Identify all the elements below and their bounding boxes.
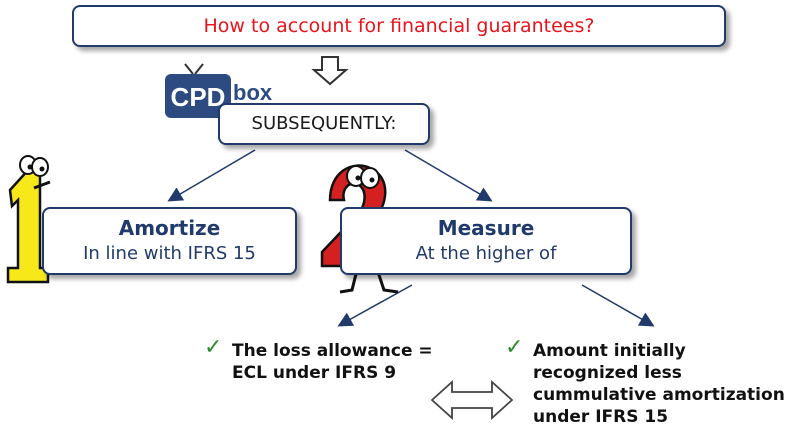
arrow-to-option1 [337,284,413,327]
number-two-character [320,164,399,294]
measure-box: Measure At the higher of [340,207,632,275]
option2-line2: recognized less [533,363,682,383]
check-icon: ✓ [505,335,524,360]
check-icon: ✓ [204,335,223,360]
option2-line1: Amount initially [533,341,686,361]
logo-cpd-text: CPD [171,82,226,112]
option2-line3: cummulative amortization [533,385,785,405]
arrow-to-amortize [167,149,256,202]
amortize-box: Amortize In line with IFRS 15 [42,207,297,275]
title-box: How to account for financial guarantees? [72,5,726,47]
measure-heading: Measure [437,216,535,240]
subsequently-text: SUBSEQUENTLY: [251,113,397,134]
option-loss-allowance: The loss allowance = ECL under IFRS 9 [232,340,433,384]
amortize-subtext: In line with IFRS 15 [83,243,256,264]
measure-subtext: At the higher of [415,243,557,264]
logo-box-text: box [233,80,273,105]
amortize-heading: Amortize [118,216,221,240]
double-arrow-icon [430,379,514,421]
option1-line2: ECL under IFRS 9 [232,363,397,383]
title-text: How to account for financial guarantees? [203,15,595,37]
option1-line1: The loss allowance = [232,341,433,361]
arrow-to-option2 [581,284,655,327]
number-one-character [6,155,51,284]
cpdbox-logo: CPD box [163,60,273,124]
option2-line4: under IFRS 15 [533,407,669,427]
option-amount-initially: Amount initially recognized less cummula… [533,340,785,428]
subsequently-box: SUBSEQUENTLY: [218,103,430,145]
arrow-to-measure [404,149,493,202]
down-arrow-icon [311,56,349,86]
